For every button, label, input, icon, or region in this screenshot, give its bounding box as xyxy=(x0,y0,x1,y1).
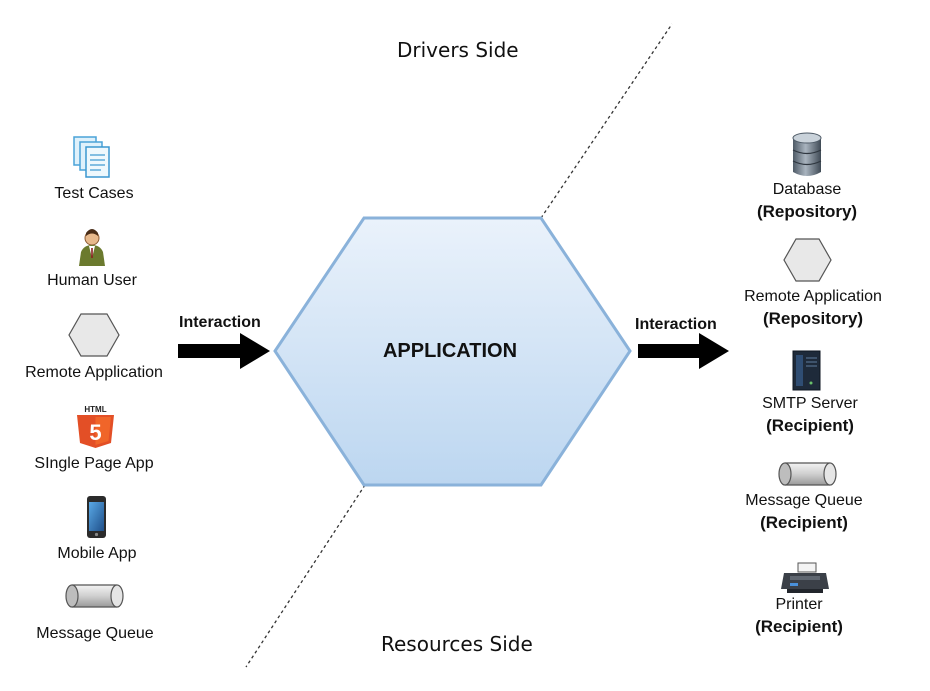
divider-line-top xyxy=(540,23,673,219)
drivers-side-title: Drivers Side xyxy=(397,38,519,62)
hexagon-icon xyxy=(68,313,120,357)
interaction-arrow-left xyxy=(178,333,270,369)
application-hexagon xyxy=(273,216,632,487)
resources-side-title: Resources Side xyxy=(381,632,533,656)
resource-label-printer: Printer xyxy=(775,596,823,613)
resource-label-message-queue: Message Queue xyxy=(745,492,863,509)
person-icon xyxy=(79,229,105,266)
hexagon-icon xyxy=(783,238,832,282)
svg-text:5: 5 xyxy=(89,420,101,445)
database-icon xyxy=(792,132,822,176)
resource-role-database: (Repository) xyxy=(756,202,858,221)
resource-label-smtp-server: SMTP Server xyxy=(762,395,858,412)
resource-role-smtp-server: (Recipient) xyxy=(766,416,854,435)
resource-label-database: Database xyxy=(772,181,842,198)
server-tower-icon xyxy=(792,350,821,391)
driver-label-remote-application: Remote Application xyxy=(25,364,163,381)
application-label: APPLICATION xyxy=(382,340,518,362)
cylinder-icon xyxy=(778,462,837,486)
svg-text:HTML: HTML xyxy=(84,405,106,414)
interaction-label-right: Interaction xyxy=(635,316,717,333)
printer-icon xyxy=(781,562,829,593)
driver-label-message-queue: Message Queue xyxy=(36,625,154,642)
interaction-arrow-right xyxy=(638,333,729,369)
driver-label-single-page-app: SIngle Page App xyxy=(34,455,154,472)
interaction-label-left: Interaction xyxy=(179,314,261,331)
driver-label-human-user: Human User xyxy=(47,272,137,289)
resource-role-remote-application: (Repository) xyxy=(762,309,864,328)
driver-label-test-cases: Test Cases xyxy=(54,185,134,202)
driver-label-mobile-app: Mobile App xyxy=(57,545,137,562)
html5-icon: HTML 5 xyxy=(77,405,114,448)
resource-role-printer: (Recipient) xyxy=(755,617,843,636)
documents-icon xyxy=(73,136,110,178)
resource-label-remote-application: Remote Application xyxy=(744,288,882,305)
mobile-phone-icon xyxy=(87,496,106,538)
resource-role-message-queue: (Recipient) xyxy=(760,513,848,532)
cylinder-icon xyxy=(65,584,124,608)
divider-line-bottom xyxy=(245,484,366,668)
